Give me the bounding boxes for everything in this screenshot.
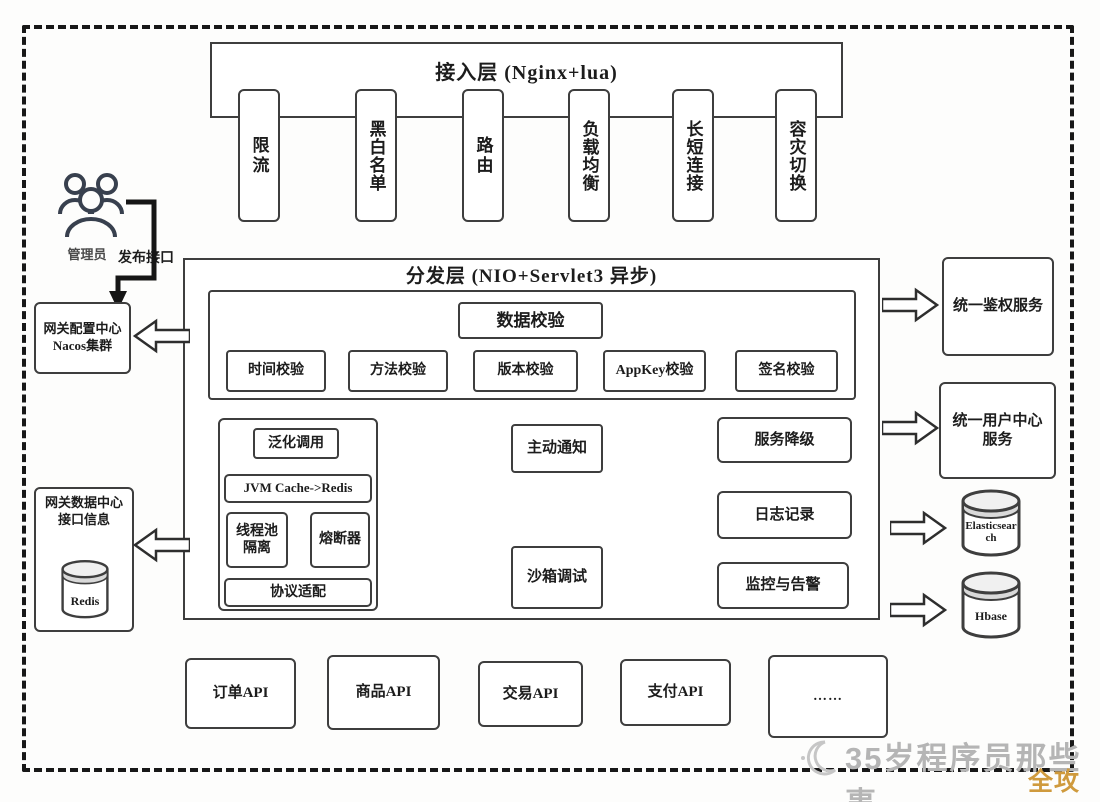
admin-label: 管理员 [67, 246, 107, 262]
access-item-failover: 容灾切换 [775, 89, 817, 222]
data-center-info-label: 接口信息 [57, 511, 110, 527]
watermark-text: 35岁程序员那些事 [845, 741, 1082, 802]
arrow-to-config-center [132, 318, 190, 354]
access-item-routing: 路由 [462, 89, 504, 222]
config-center-label: 网关配置中心 [43, 321, 122, 337]
arrow-to-data-center [132, 527, 190, 563]
logging-box: 日志记录 [717, 491, 852, 539]
outer-dashed-border [22, 25, 1074, 772]
redis-label: Redis [70, 594, 100, 608]
hbase-label: Hbase [974, 609, 1007, 623]
config-center-nacos-label: Nacos集群 [52, 338, 113, 353]
gateway-config-center-box: 网关配置中心 Nacos集群 [34, 302, 131, 374]
access-layer-title: 接入层 (Nginx+lua) [435, 61, 618, 84]
circuit-breaker-box: 熔断器 [310, 512, 370, 568]
appkey-validation-box: AppKey校验 [603, 350, 706, 392]
access-item-loadbalance: 负载均衡 [568, 89, 610, 222]
hbase-cylinder-icon: Hbase [956, 568, 1026, 642]
access-layer-box [210, 42, 843, 118]
thread-pool-isolation-box: 线程池 隔离 [226, 512, 288, 568]
generic-call-box: 泛化调用 [253, 428, 339, 459]
trade-api-box: 交易API [478, 661, 583, 727]
access-item-ratelimit: 限流 [238, 89, 280, 222]
active-notify-box: 主动通知 [511, 424, 603, 473]
dispatch-layer-title: 分发层 (NIO+Servlet3 异步) [405, 265, 658, 287]
time-validation-box: 时间校验 [226, 350, 326, 392]
arrow-to-auth-service [882, 287, 940, 323]
sandbox-debug-box: 沙箱调试 [511, 546, 603, 609]
gateway-data-center-box: 网关数据中心 接口信息 Redis [34, 487, 134, 632]
service-degrade-box: 服务降级 [717, 417, 852, 463]
access-item-connection: 长短连接 [672, 89, 714, 222]
more-api-box: …… [768, 655, 888, 738]
user-center-service-box: 统一用户中心服务 [939, 382, 1056, 479]
jvm-cache-redis-box: JVM Cache->Redis [224, 474, 372, 503]
version-validation-box: 版本校验 [473, 350, 578, 392]
watermark-badge: 全攻略 [1028, 768, 1081, 796]
arrow-to-user-service [882, 410, 940, 446]
elasticsearch-cylinder-icon: Elasticsearch [956, 486, 1026, 560]
data-center-label: 网关数据中心 [45, 495, 124, 510]
monitor-alert-box: 监控与告警 [717, 562, 849, 609]
redis-cylinder-icon: Redis [57, 553, 113, 627]
payment-api-box: 支付API [620, 659, 731, 726]
protocol-adapter-box: 协议适配 [224, 578, 372, 607]
arrow-to-hbase [890, 592, 948, 628]
data-validation-box: 数据校验 [458, 302, 603, 339]
product-api-box: 商品API [327, 655, 440, 730]
publish-arrow [108, 192, 172, 314]
admin-users-icon [54, 168, 128, 242]
signature-validation-box: 签名校验 [735, 350, 838, 392]
order-api-box: 订单API [185, 658, 296, 729]
method-validation-box: 方法校验 [348, 350, 448, 392]
arrow-to-elasticsearch [890, 510, 948, 546]
auth-service-box: 统一鉴权服务 [942, 257, 1054, 356]
access-item-blackwhitelist: 黑白名单 [355, 89, 397, 222]
publish-interface-label: 发布接口 [118, 251, 174, 266]
moon-logo-icon [795, 738, 841, 780]
elasticsearch-label: Elasticsearch [965, 520, 1017, 545]
